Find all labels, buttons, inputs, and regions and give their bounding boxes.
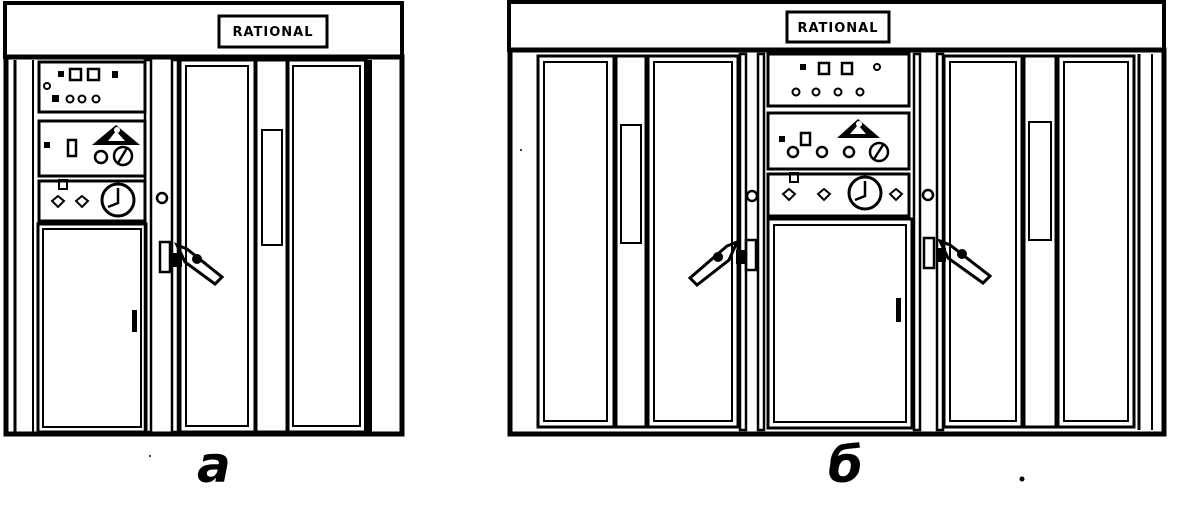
- unit-b-left-door-handle: [687, 238, 758, 287]
- combi-oven-unit-a: RATIONAL: [3, 1, 405, 437]
- unit-b-small-dial: [868, 141, 890, 163]
- combi-oven-unit-b: RATIONAL: [507, 0, 1167, 437]
- unit-a-brand-label: RATIONAL: [232, 25, 313, 40]
- unit-b-cabinet-handle: [896, 298, 901, 322]
- unit-b-function-module: [766, 111, 911, 171]
- unit-a-indicator-light: [155, 191, 169, 205]
- unit-a-brand-plate: [217, 14, 329, 49]
- caption-a: а: [197, 436, 231, 494]
- unit-a-top-panel: [3, 1, 404, 59]
- unit-b-brand-plate: [785, 10, 891, 44]
- unit-a-cabinet-handle: [132, 310, 137, 332]
- unit-b-timer-dial: [847, 175, 883, 211]
- caption-b: б: [828, 436, 863, 494]
- unit-b-brand-label: RATIONAL: [797, 21, 878, 36]
- unit-b-button-module: [766, 52, 911, 108]
- unit-b-right-door-handle: [922, 236, 993, 285]
- unit-b-body: [507, 47, 1167, 437]
- unit-b-lower-cabinet-door: [766, 217, 914, 430]
- unit-b-right-oven-door: [942, 54, 1136, 429]
- unit-a-control-panel: [36, 60, 148, 434]
- unit-b-control-panel: [766, 52, 914, 430]
- unit-b-timer-module: [766, 172, 911, 218]
- unit-a-door-handle: [158, 240, 225, 286]
- unit-b-left-oven-door: [536, 54, 740, 429]
- unit-a-body: [3, 54, 405, 437]
- unit-a-oven-door: [178, 58, 372, 434]
- unit-a-lower-cabinet-door: [36, 222, 148, 434]
- unit-b-right-indicator-light: [921, 188, 935, 202]
- unit-b-left-indicator-light: [745, 189, 759, 203]
- unit-a-timer-dial: [100, 182, 136, 218]
- unit-a-small-dial: [112, 145, 134, 167]
